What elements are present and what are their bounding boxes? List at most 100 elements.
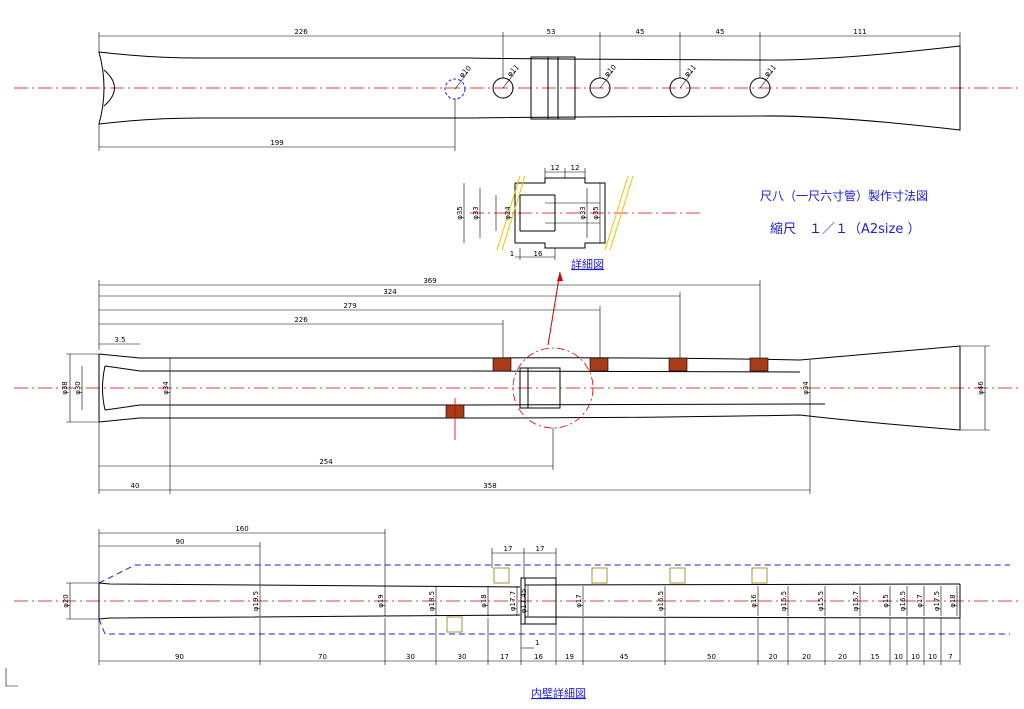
dim-label: φ34 (162, 381, 170, 395)
dim-label: φ35 (592, 206, 600, 220)
dim-label: φ38 (61, 381, 69, 395)
hole-diameter-label: φ11 (506, 63, 521, 78)
dim-label: 30 (406, 653, 415, 661)
inner-diameter-label: φ15.5 (817, 591, 825, 611)
finger-hole-section (668, 357, 688, 372)
section-mouth (102, 365, 106, 411)
top-joint (530, 56, 576, 120)
inner-diameter-label: φ18.5 (428, 591, 436, 611)
dim-label: φ34 (802, 381, 810, 395)
dim-label: 324 (383, 288, 397, 296)
detail-break-line (609, 175, 634, 251)
hole-diameter-label: φ10 (458, 64, 473, 79)
section-view: 369 324 279 226 3.5 φ38 φ30 φ34 φ34 φ46 … (14, 277, 1018, 494)
dim-label: 16 (534, 250, 543, 258)
outer-profile-bottom (98, 618, 1010, 635)
dim-label: 12 (551, 164, 560, 172)
dim-label: 3.5 (114, 336, 125, 344)
inner-diameter-label: φ15.7 (852, 591, 860, 611)
drawing-scale: 縮尺 １／１（A2size ） (770, 221, 921, 237)
dim-label: φ46 (977, 381, 985, 395)
dim-label: 111 (853, 28, 866, 36)
detail-view: 12 12 φ35 φ33 φ24 φ33 φ35 1 16 詳細図 (456, 164, 700, 346)
dim-label: 7 (948, 653, 952, 661)
dim-label: 17 (536, 545, 545, 553)
dim-label: 45 (716, 28, 725, 36)
detail-break-line (496, 175, 521, 251)
dim-label: 10 (928, 653, 937, 661)
inner-diameter-label: φ18 (480, 594, 488, 608)
dim-label: φ24 (504, 206, 512, 220)
dim-label: 160 (235, 525, 248, 533)
inner-diameter-label: φ16 (750, 594, 758, 608)
dim-label: 70 (318, 653, 327, 661)
hole-diameter-label: φ10 (603, 63, 618, 78)
dim-label: 90 (175, 653, 184, 661)
hole-diameter-label: φ11 (683, 63, 698, 78)
dim-label: 254 (319, 458, 333, 466)
dim-label: 20 (802, 653, 811, 661)
dim-label: 1 (535, 639, 539, 647)
dim-label: 17 (500, 653, 509, 661)
section-joint (519, 367, 561, 409)
leader (759, 70, 774, 89)
leader (502, 70, 517, 89)
hole-diameter-label: φ11 (763, 63, 778, 78)
dim-label: 199 (270, 139, 283, 147)
dim-label: 16 (534, 653, 543, 661)
section-bore-bottom (104, 403, 825, 411)
detail-break-line (501, 175, 526, 251)
top-body-outline (98, 45, 961, 131)
dim-label: 10 (911, 653, 920, 661)
inner-diameter-label: φ16.5 (657, 591, 665, 611)
inner-diameter-label: φ17.45 (520, 589, 528, 614)
corner-mark (5, 668, 18, 687)
detail-pointer-arrow (557, 272, 563, 281)
drawing-title: 尺八（一尺六寸管）製作寸法図 (760, 188, 928, 203)
inner-diameter-label: φ17 (575, 594, 583, 608)
inner-joint (520, 577, 557, 625)
hole-mark (493, 567, 510, 584)
top-view: φ10 φ11 φ10 φ11 φ11 226 53 45 45 111 199 (14, 28, 1018, 151)
detail-inner (519, 194, 556, 232)
dim-label: 226 (294, 28, 308, 36)
dim-label: 12 (571, 164, 580, 172)
dim-label: φ35 (456, 206, 464, 220)
dim-label: 1 (510, 250, 514, 258)
inner-diameter-label: φ17.5 (933, 591, 941, 611)
finger-hole-section (749, 357, 769, 372)
leader (599, 70, 614, 89)
dim-label: 15 (871, 653, 880, 661)
inner-wall-caption: 内壁詳細図 (531, 686, 586, 700)
dim-label: φ30 (74, 381, 82, 395)
top-mouthpiece-curve (103, 69, 115, 107)
dim-label: 279 (343, 302, 356, 310)
detail-marker-circle (512, 347, 594, 429)
inner-diameter-label: φ17.7 (509, 591, 517, 611)
outer-profile-top (98, 564, 1010, 584)
inner-diameter-label: φ19.5 (252, 591, 260, 611)
inner-diameter-label: φ17 (916, 594, 924, 608)
dim-label: 50 (707, 653, 716, 661)
dim-label: φ33 (579, 206, 587, 220)
title-block: 尺八（一尺六寸管）製作寸法図 縮尺 １／１（A2size ） (760, 188, 928, 237)
dim-label: 10 (894, 653, 903, 661)
leader (679, 70, 694, 89)
bore-profile-bottom (98, 614, 961, 620)
detail-break-line (604, 175, 629, 251)
dim-label: 30 (458, 653, 467, 661)
inner-diameter-label: φ15 (882, 594, 890, 608)
inner-diameter-label: φ19 (377, 594, 385, 608)
inner-diameter-label: φ16.5 (899, 591, 907, 611)
inner-diameter-label: φ15.5 (780, 591, 788, 611)
bore-profile-top (98, 582, 961, 588)
dim-label: 53 (547, 28, 556, 36)
dim-label: 226 (294, 316, 308, 324)
finger-hole-section (589, 357, 609, 372)
leader (454, 71, 469, 90)
hole-mark (669, 567, 686, 584)
